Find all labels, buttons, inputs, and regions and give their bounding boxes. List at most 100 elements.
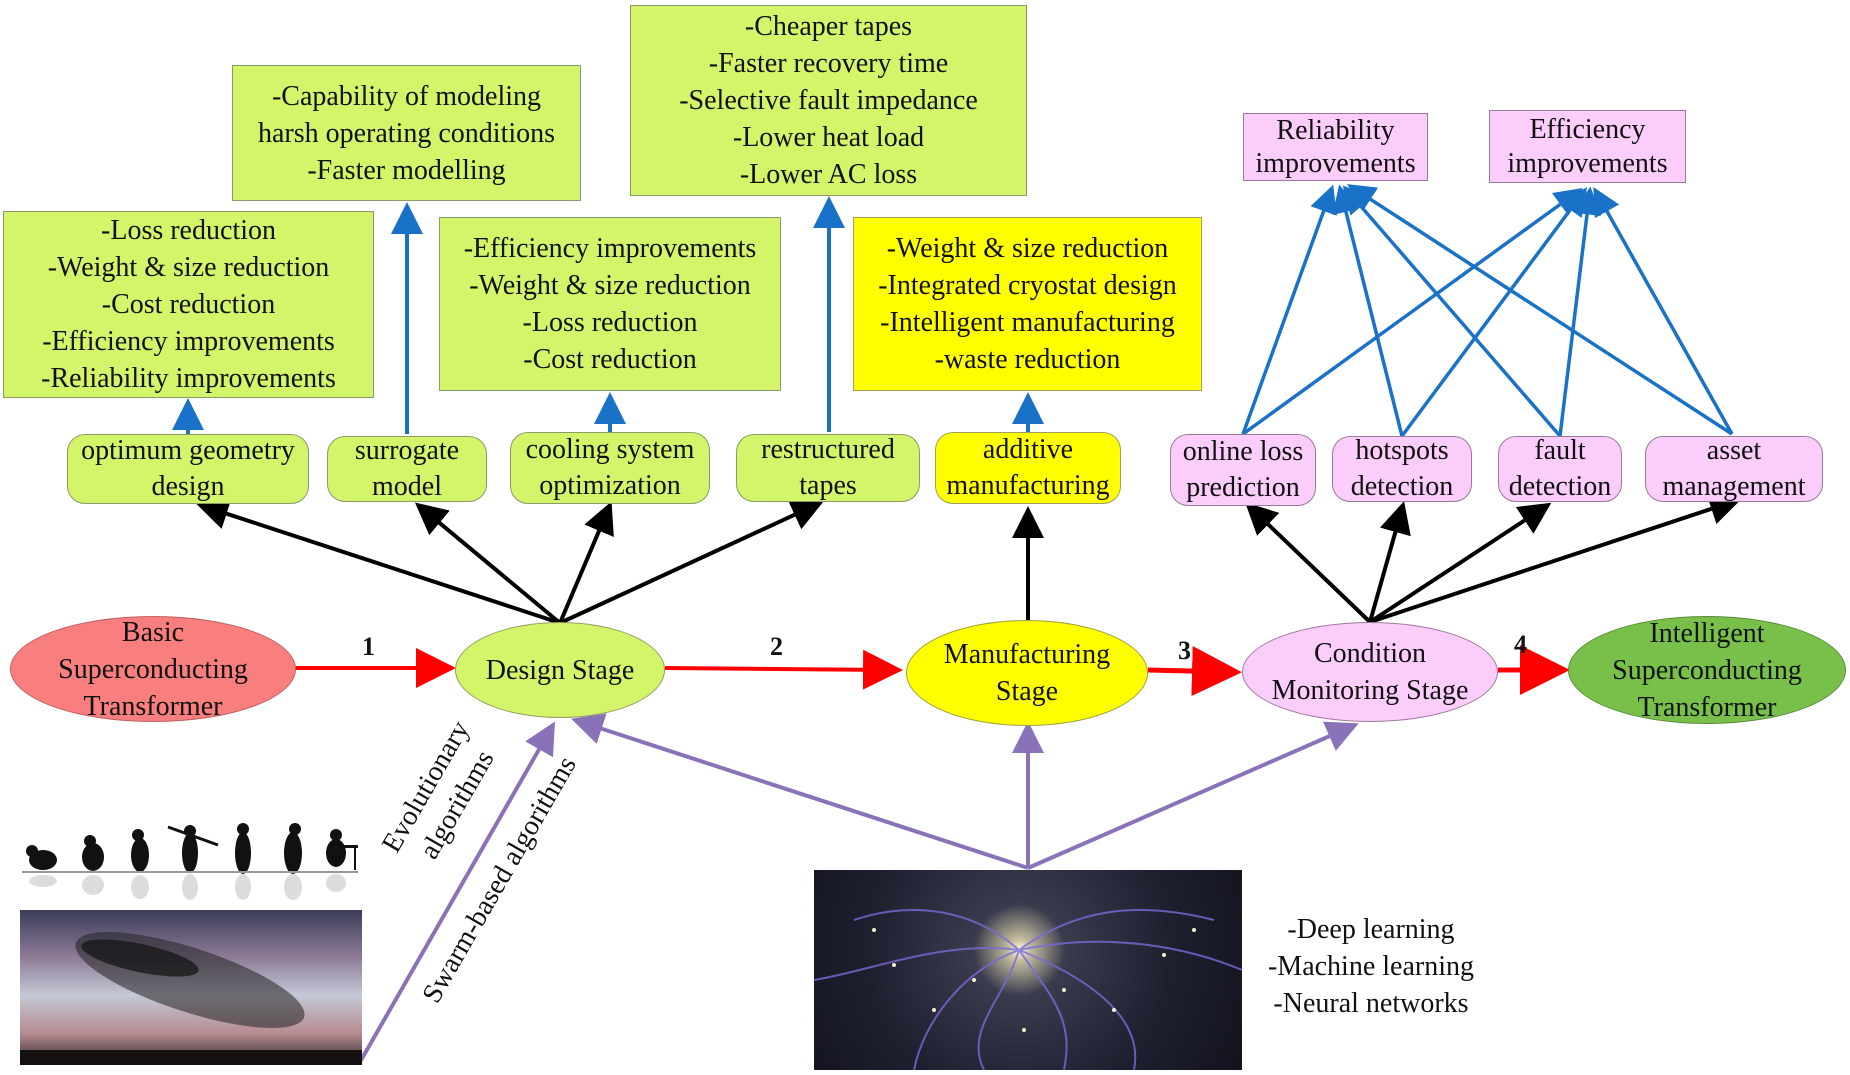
flow-arrow-2 xyxy=(664,649,903,690)
stage-line: Basic xyxy=(121,616,185,648)
flow-arrow-3 xyxy=(1147,646,1242,697)
ai-technique: -Neural networks xyxy=(1273,988,1469,1019)
neural-glow-icon xyxy=(814,909,1242,1070)
node-line: fault xyxy=(1534,435,1586,466)
stage-line: Monitoring Stage xyxy=(1271,675,1469,706)
benefit-line: -Selective fault impedance xyxy=(679,85,978,116)
benefit-line: -Loss reduction xyxy=(101,215,276,246)
stage-line: Condition xyxy=(1313,638,1426,669)
evolution-figures-icon xyxy=(22,823,358,900)
outcome-arrow-hotspots-reliability xyxy=(1332,184,1404,437)
benefit-line: -Loss reduction xyxy=(522,307,698,338)
stage-intelligent-transformer: Intelligent Superconducting Transformer xyxy=(1568,616,1846,724)
stage-line: Transformer xyxy=(83,690,223,722)
ai-arrow-design xyxy=(571,713,1029,870)
node-line: cooling system xyxy=(525,434,695,465)
evolution-silhouette-image xyxy=(18,815,363,905)
node-line: detection xyxy=(1508,471,1612,502)
method-node-hotspots: hotspots detection xyxy=(1332,435,1472,502)
branch-arrow-asset xyxy=(1369,493,1742,624)
method-node-online-loss: online loss prediction xyxy=(1170,434,1316,506)
outcome-arrow-online-reliability xyxy=(1241,184,1337,435)
benefit-line: -Lower heat load xyxy=(732,122,925,153)
benefit-line: harsh operating conditions xyxy=(257,117,556,149)
stage-design: Design Stage xyxy=(455,622,665,718)
benefit-line: -Efficiency improvements xyxy=(42,326,335,357)
method-node-fault: fault detection xyxy=(1498,435,1622,502)
node-line: online loss xyxy=(1182,436,1304,467)
benefit-line: -Faster recovery time xyxy=(708,48,949,79)
benefit-line: -Cost reduction xyxy=(101,289,276,320)
benefit-line: -Cheaper tapes xyxy=(744,11,913,42)
stage-line: Intelligent xyxy=(1649,617,1765,649)
stage-line: Design Stage xyxy=(485,654,635,686)
branch-arrow-online-loss xyxy=(1245,502,1372,624)
benefit-line: -Integrated cryostat design xyxy=(878,270,1177,301)
stage-manufacturing: Manufacturing Stage xyxy=(906,620,1148,726)
step-label-2: 2 xyxy=(770,632,783,661)
outcome-arrow-asset-reliability xyxy=(1347,184,1733,436)
ai-technique: -Deep learning xyxy=(1287,914,1455,945)
benefit-line: -Faster modelling xyxy=(307,154,506,186)
node-line: surrogate xyxy=(354,435,460,466)
benefit-line: -Weight & size reduction xyxy=(886,233,1169,264)
node-line: detection xyxy=(1350,471,1454,502)
outcome-arrow-online-efficiency xyxy=(1241,187,1583,436)
node-line: additive xyxy=(982,434,1074,465)
method-node-geometry: optimum geometry design xyxy=(67,434,309,504)
stage-line: Stage xyxy=(995,676,1059,707)
benefit-box-tapes: -Cheaper tapes -Faster recovery time -Se… xyxy=(630,5,1027,196)
branch-arrow-geometry xyxy=(196,498,561,625)
benefit-box-geometry: -Loss reduction -Weight & size reduction… xyxy=(3,211,374,398)
swarm-flock-icon xyxy=(20,932,362,1065)
benefit-line: -Reliability improvements xyxy=(41,363,336,394)
node-line: prediction xyxy=(1186,472,1300,503)
node-line: design xyxy=(151,471,225,502)
method-node-cooling: cooling system optimization xyxy=(510,432,710,504)
stage-line: Manufacturing xyxy=(943,639,1111,670)
benefit-box-additive: -Weight & size reduction -Integrated cry… xyxy=(853,217,1202,391)
node-line: model xyxy=(372,471,442,502)
branch-arrow-tapes xyxy=(559,500,824,625)
benefit-line: -Lower AC loss xyxy=(739,159,918,190)
ai-technique: -Machine learning xyxy=(1267,951,1475,982)
outcome-box-reliability: Reliability improvements xyxy=(1243,113,1428,181)
node-line: manufacturing xyxy=(946,470,1110,501)
stage-line: Transformer xyxy=(1637,691,1777,723)
node-line: optimum geometry xyxy=(81,435,295,466)
step-label-3: 3 xyxy=(1178,636,1191,665)
method-node-tapes: restructured tapes xyxy=(736,434,920,502)
outcome-arrow-hotspots-efficiency xyxy=(1400,187,1588,438)
benefit-line: -Capability of modeling xyxy=(271,80,542,112)
outcome-box-efficiency: Efficiency improvements xyxy=(1489,110,1686,183)
node-line: restructured xyxy=(761,434,895,465)
stage-line: Superconducting xyxy=(1612,654,1802,686)
neural-network-image xyxy=(814,870,1242,1070)
method-node-asset: asset management xyxy=(1645,435,1823,502)
branch-arrow-surrogate xyxy=(414,502,562,625)
benefit-line: -Weight & size reduction xyxy=(469,270,751,301)
node-line: tapes xyxy=(799,470,857,501)
outcome-line: improvements xyxy=(1255,148,1416,179)
method-node-additive: additive manufacturing xyxy=(935,432,1121,504)
benefit-box-cooling: -Efficiency improvements -Weight & size … xyxy=(439,217,781,391)
branch-arrow-hotspots xyxy=(1368,501,1411,623)
swarm-arrow-design xyxy=(358,721,555,1063)
outcome-line: Reliability xyxy=(1276,115,1395,146)
method-node-surrogate: surrogate model xyxy=(327,435,487,502)
benefit-line: -Efficiency improvements xyxy=(463,233,757,264)
stage-condition-monitoring: Condition Monitoring Stage xyxy=(1242,622,1498,722)
ai-techniques-list: -Deep learning -Machine learning -Neural… xyxy=(1252,911,1490,1022)
node-line: optimization xyxy=(539,470,681,501)
ai-arrow-condition xyxy=(1027,721,1359,870)
benefit-box-surrogate: -Capability of modeling harsh operating … xyxy=(232,65,581,201)
benefit-line: -Cost reduction xyxy=(523,344,697,375)
stage-line: Superconducting xyxy=(58,653,248,685)
outcome-arrow-fault-efficiency xyxy=(1558,186,1601,437)
bird-swarm-image xyxy=(20,910,362,1065)
stage-basic-transformer: Basic Superconducting Transformer xyxy=(10,616,296,722)
outcome-line: improvements xyxy=(1507,147,1668,179)
node-line: asset xyxy=(1706,435,1762,466)
branch-arrow-cooling xyxy=(558,501,614,624)
